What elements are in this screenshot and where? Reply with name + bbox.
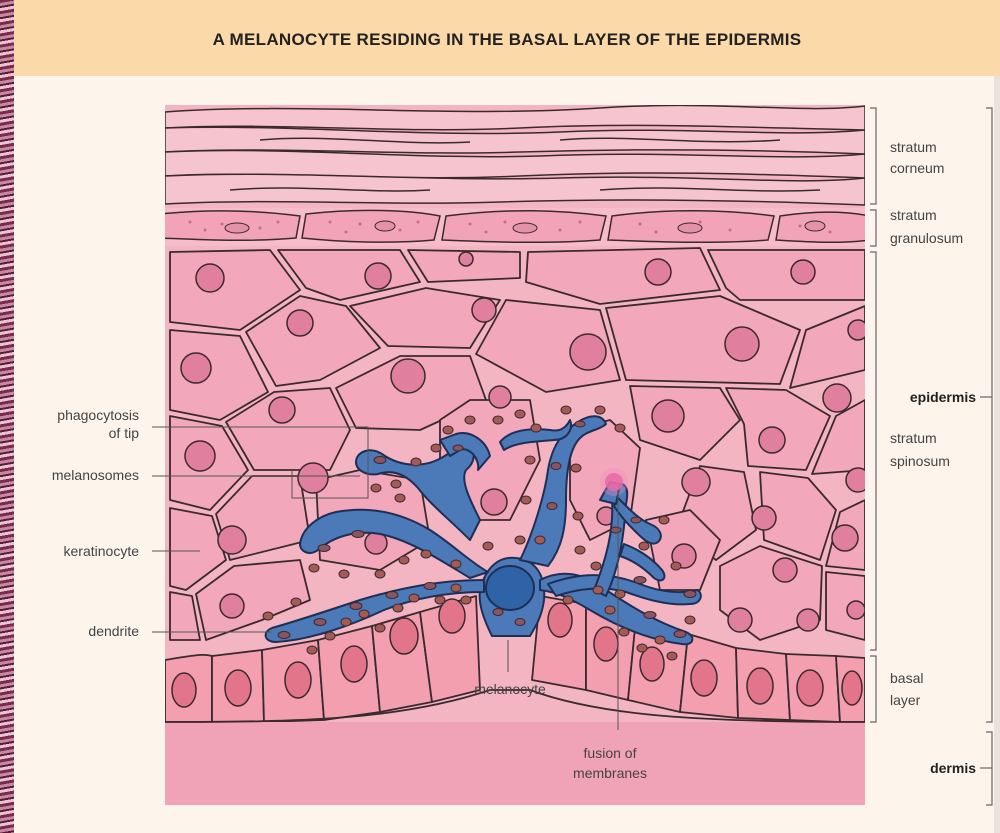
label-stratum-spinosum-1: stratum [890,430,937,446]
label-epidermis: epidermis [910,389,976,405]
label-stratum-granulosum-2: granulosum [890,230,963,246]
tissue-illustration [160,105,870,805]
label-melanocyte: melanocyte [474,681,546,697]
label-dermis: dermis [930,760,976,776]
label-dendrite: dendrite [88,623,139,639]
label-stratum-corneum-2: corneum [890,160,944,176]
label-stratum-granulosum-1: stratum [890,207,937,223]
label-stratum-spinosum-2: spinosum [890,453,950,469]
stratum-granulosum-cells [160,208,870,246]
label-fusion-of: fusion of [584,745,637,761]
label-keratinocyte: keratinocyte [64,543,140,559]
label-membranes: membranes [573,765,647,781]
label-of-tip: of tip [109,425,140,441]
label-stratum-corneum-1: stratum [890,139,937,155]
label-phagocytosis: phagocytosis [57,407,139,423]
melanocyte-nucleus [486,566,534,610]
dermis-layer [165,722,865,805]
label-basal: basal [890,670,923,686]
label-melanosomes: melanosomes [52,467,139,483]
label-layer: layer [890,692,921,708]
